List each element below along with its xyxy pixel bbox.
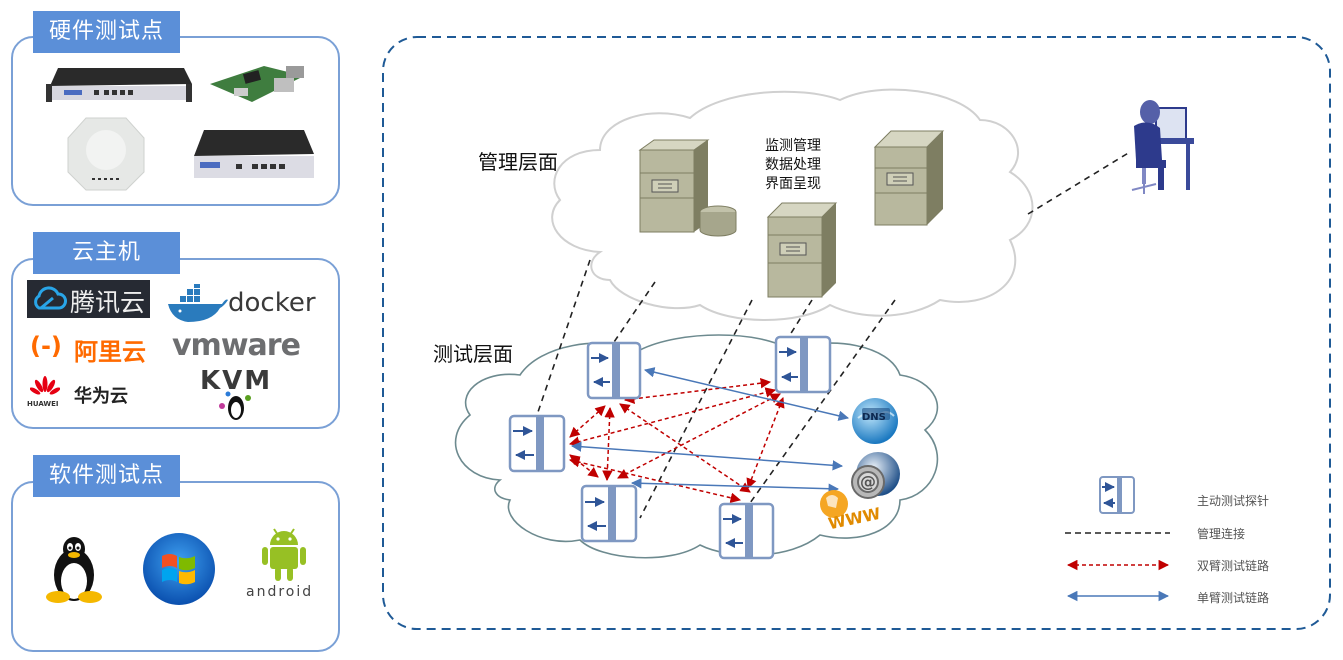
- aliyun-label: 阿里云: [74, 338, 146, 366]
- probe: [774, 335, 832, 394]
- single-arm-links: [570, 367, 850, 494]
- legend-dual-arm-label: 双臂测试链路: [1197, 559, 1270, 573]
- legend-probe-icon: [1099, 476, 1135, 514]
- cloud-host-panel: [11, 258, 340, 429]
- probe: [580, 484, 638, 543]
- management-functions: 监测管理 数据处理 界面呈现: [765, 137, 821, 194]
- system-boundary-frame: [382, 36, 1331, 630]
- single-arm-link: [630, 478, 840, 494]
- management-link: [537, 259, 591, 413]
- operator-workstation-icon: [1131, 100, 1194, 194]
- legend-management-label: 管理连接: [1197, 527, 1246, 541]
- management-link: [611, 281, 656, 346]
- function-data-processing: 数据处理: [765, 157, 821, 173]
- wireless-ap-image: [67, 117, 145, 191]
- probe: [718, 502, 775, 560]
- management-layer-label: 管理层面: [478, 150, 558, 174]
- kvm-tux-icon: [219, 391, 251, 420]
- rack-probe-1u-image: [46, 68, 192, 102]
- tencent-cloud-icon: [34, 286, 67, 310]
- function-monitoring: 监测管理: [765, 138, 821, 154]
- tencent-cloud-logo: [27, 280, 150, 318]
- legend-probe-label: 主动测试探针: [1197, 494, 1270, 508]
- email-server-target: [851, 452, 900, 499]
- server: [873, 130, 945, 226]
- probe: [586, 341, 642, 400]
- hardware-panel-title: 硬件测试点: [33, 11, 180, 53]
- single-arm-link: [643, 367, 850, 421]
- desktop-probe-image: [194, 130, 314, 178]
- software-panel-title: 软件测试点: [33, 455, 180, 497]
- android-label: android: [246, 584, 314, 600]
- www-server-target: [820, 490, 848, 518]
- single-arm-link: [570, 441, 844, 471]
- dns-label: DNS: [862, 412, 886, 423]
- server-with-database: [638, 139, 737, 237]
- tencent-cloud-label: 腾讯云: [70, 288, 146, 317]
- docker-label: docker: [228, 288, 316, 318]
- kvm-label: KVM: [200, 366, 273, 396]
- huawei-logo-icon: [30, 376, 60, 395]
- huawei-cloud-label: 华为云: [74, 386, 128, 407]
- raspberry-pi-image: [210, 66, 304, 102]
- linux-tux-icon: [46, 537, 102, 603]
- android-logo-icon: [262, 528, 306, 581]
- vmware-label: vmware: [172, 328, 301, 363]
- management-link: [787, 299, 813, 339]
- huawei-sub-label: HUAWEI: [27, 400, 59, 408]
- windows-logo-icon: [143, 533, 215, 605]
- legend-single-arm-label: 单臂测试链路: [1197, 591, 1270, 605]
- test-layer-label: 测试层面: [433, 342, 513, 366]
- docker-whale-icon: [168, 284, 228, 322]
- aliyun-icon: (-): [30, 332, 62, 360]
- function-ui-presentation: 界面呈现: [765, 176, 821, 192]
- cloud-host-panel-title: 云主机: [33, 232, 180, 274]
- management-link: [1027, 151, 1131, 215]
- dns-server-target: [852, 398, 898, 444]
- email-label: @: [860, 472, 876, 491]
- probe: [508, 414, 566, 473]
- server: [766, 202, 838, 298]
